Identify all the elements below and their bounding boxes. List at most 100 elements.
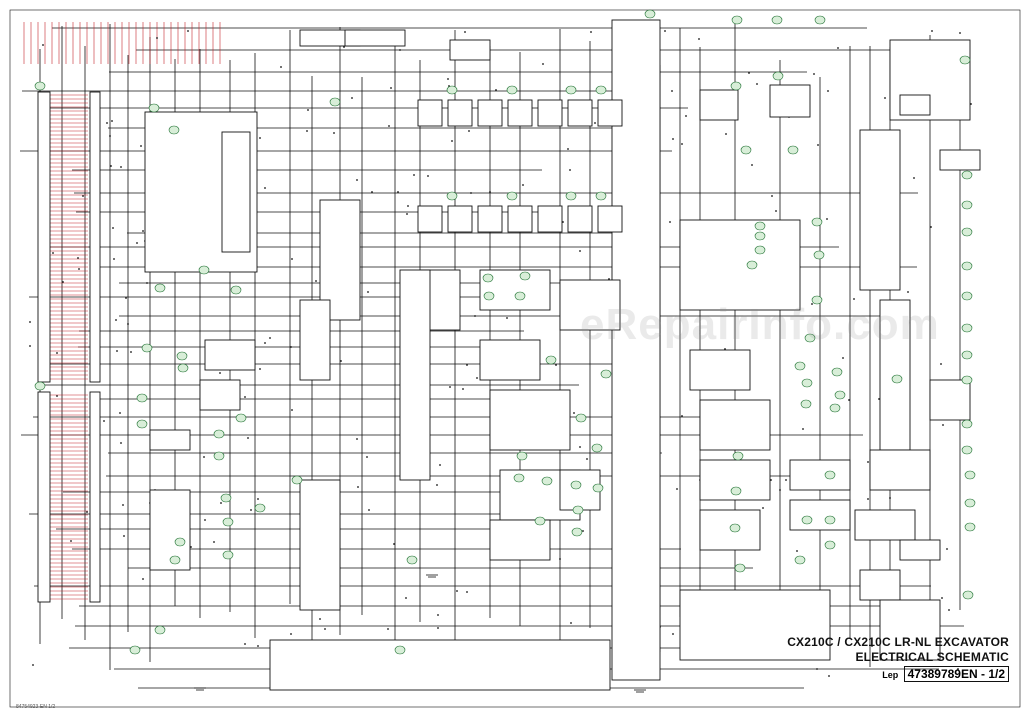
junction-dot xyxy=(848,399,850,401)
junction-dot xyxy=(264,187,266,189)
component-tag xyxy=(801,515,813,525)
component-tag xyxy=(446,85,458,95)
junction-dot xyxy=(813,73,815,75)
junction-dot xyxy=(970,103,972,105)
connector-block xyxy=(89,91,101,383)
junction-dot xyxy=(291,409,293,411)
lep-label: Lep xyxy=(882,670,899,680)
component-tag xyxy=(734,563,746,573)
component xyxy=(489,519,551,561)
junction-dot xyxy=(259,137,261,139)
component-tag xyxy=(235,413,247,423)
component-tag xyxy=(891,374,903,384)
junction-dot xyxy=(542,63,544,65)
component xyxy=(699,509,761,551)
junction-dot xyxy=(796,550,798,552)
junction-dot xyxy=(399,49,401,51)
component-tag xyxy=(961,419,973,429)
junction-dot xyxy=(573,412,575,414)
junction-dot xyxy=(42,44,44,46)
component-tag xyxy=(34,81,46,91)
junction-dot xyxy=(122,504,124,506)
junction-dot xyxy=(407,205,409,207)
component-tag xyxy=(222,517,234,527)
relay xyxy=(567,205,593,233)
junction-dot xyxy=(669,221,671,223)
component-tag xyxy=(831,367,843,377)
junction-dot xyxy=(506,317,508,319)
component xyxy=(204,339,256,371)
junction-dot xyxy=(269,337,271,339)
junction-dot xyxy=(319,618,321,620)
junction-dot xyxy=(698,38,700,40)
junction-dot xyxy=(203,456,205,458)
junction-dot xyxy=(306,130,308,132)
component-tag xyxy=(729,523,741,533)
junction-dot xyxy=(187,30,189,32)
junction-dot xyxy=(931,30,933,32)
component-tag xyxy=(565,191,577,201)
junction-dot xyxy=(878,398,880,400)
junction-dot xyxy=(867,461,869,463)
component-tag xyxy=(592,483,604,493)
junction-dot xyxy=(56,352,58,354)
component xyxy=(299,479,341,611)
junction-dot xyxy=(340,360,342,362)
junction-dot xyxy=(489,191,491,193)
relay xyxy=(507,99,533,127)
junction-dot xyxy=(948,609,950,611)
relay xyxy=(417,205,443,233)
component-tag xyxy=(732,451,744,461)
component-tag xyxy=(961,291,973,301)
junction-dot xyxy=(594,122,596,124)
junction-dot xyxy=(672,138,674,140)
component-tag xyxy=(787,145,799,155)
junction-dot xyxy=(913,177,915,179)
component-tag xyxy=(129,645,141,655)
junction-dot xyxy=(590,31,592,33)
junction-dot xyxy=(264,342,266,344)
component xyxy=(399,269,431,481)
component xyxy=(789,459,851,491)
junction-dot xyxy=(103,420,105,422)
junction-dot xyxy=(356,179,358,181)
component-blocks xyxy=(37,19,981,691)
junction-dot xyxy=(371,191,373,193)
component-tag xyxy=(291,475,303,485)
junction-dot xyxy=(315,280,317,282)
component-tags xyxy=(34,9,976,655)
junction-dot xyxy=(827,90,829,92)
junction-dot xyxy=(447,78,449,80)
junction-dot xyxy=(356,438,358,440)
component-tag xyxy=(506,85,518,95)
junction-dot xyxy=(582,530,584,532)
title-block: CX210C / CX210C LR-NL EXCAVATOR ELECTRIC… xyxy=(787,635,1009,683)
junction-dot xyxy=(451,140,453,142)
component-tag xyxy=(794,361,806,371)
component xyxy=(879,599,941,661)
junction-dot xyxy=(388,125,390,127)
lep-reference: Lep 47389789EN - 1/2 xyxy=(882,666,1009,682)
junction-dot xyxy=(219,372,221,374)
junction-dot xyxy=(474,315,476,317)
junction-dot xyxy=(449,386,451,388)
component xyxy=(869,449,931,491)
model-title: CX210C / CX210C LR-NL EXCAVATOR xyxy=(787,635,1009,649)
component xyxy=(149,429,191,451)
junction-dot xyxy=(817,144,819,146)
junction-dot xyxy=(56,395,58,397)
junction-dot xyxy=(109,135,111,137)
junction-dot xyxy=(802,428,804,430)
junction-dot xyxy=(111,120,113,122)
junction-dot xyxy=(324,628,326,630)
junction-dot xyxy=(247,437,249,439)
component xyxy=(859,129,901,291)
junction-dot xyxy=(811,303,813,305)
junction-dot xyxy=(280,66,282,68)
junction-dot xyxy=(204,519,206,521)
component-tag xyxy=(754,231,766,241)
junction-dot xyxy=(495,89,497,91)
junction-dot xyxy=(367,291,369,293)
component-tag xyxy=(198,265,210,275)
junction-dot xyxy=(32,664,34,666)
